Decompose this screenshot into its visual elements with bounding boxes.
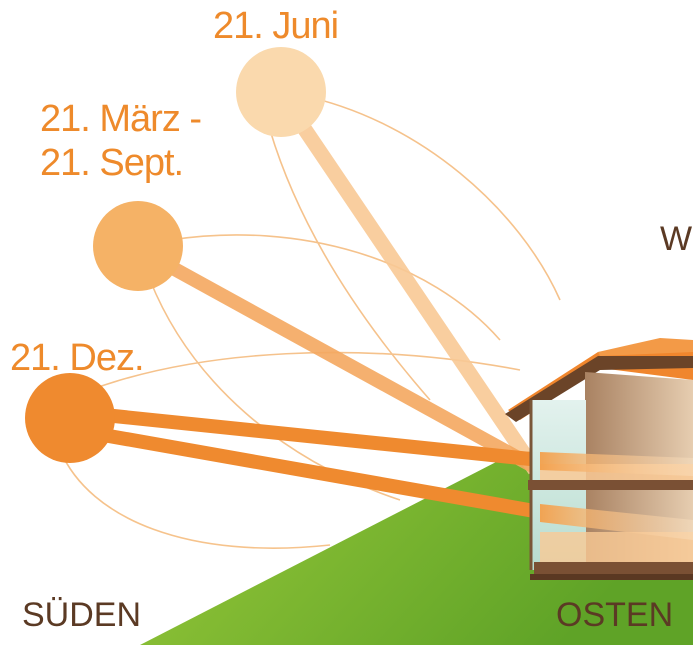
arc-maerz-outer — [169, 234, 501, 341]
sun-path-arcs — [59, 94, 561, 549]
label-maerz-line2: 21. Sept. — [40, 142, 184, 184]
beam-juni — [278, 95, 542, 475]
house-floor-2 — [534, 562, 693, 574]
suns — [25, 47, 326, 463]
label-osten: OSTEN — [556, 596, 674, 634]
label-maerz-sept: 21. März - 21. Sept. — [40, 97, 202, 185]
house — [505, 338, 693, 580]
beam-dez-lower — [73, 423, 542, 519]
sun-maerz — [93, 201, 183, 291]
house-roof-top — [598, 338, 693, 356]
beam-inside-lower — [540, 504, 693, 540]
sun-juni — [236, 47, 326, 137]
arc-dez-inner — [59, 449, 331, 549]
arc-juni-outer — [299, 94, 561, 301]
beam-maerz — [136, 243, 544, 477]
house-base — [530, 574, 693, 580]
label-maerz-line1: 21. März - — [40, 98, 202, 140]
label-sueden: SÜDEN — [22, 596, 142, 634]
label-west-partial: W — [660, 220, 693, 258]
house-floor-1 — [528, 480, 693, 490]
arc-juni-inner — [269, 129, 431, 401]
house-roof-edge — [505, 356, 693, 422]
beam-dez-upper — [74, 405, 541, 467]
beam-inside-upper — [540, 452, 693, 476]
sun-beams — [73, 95, 544, 519]
label-juni: 21. Juni — [213, 5, 339, 47]
sun-dez — [25, 373, 115, 463]
label-dez: 21. Dez. — [10, 337, 145, 379]
